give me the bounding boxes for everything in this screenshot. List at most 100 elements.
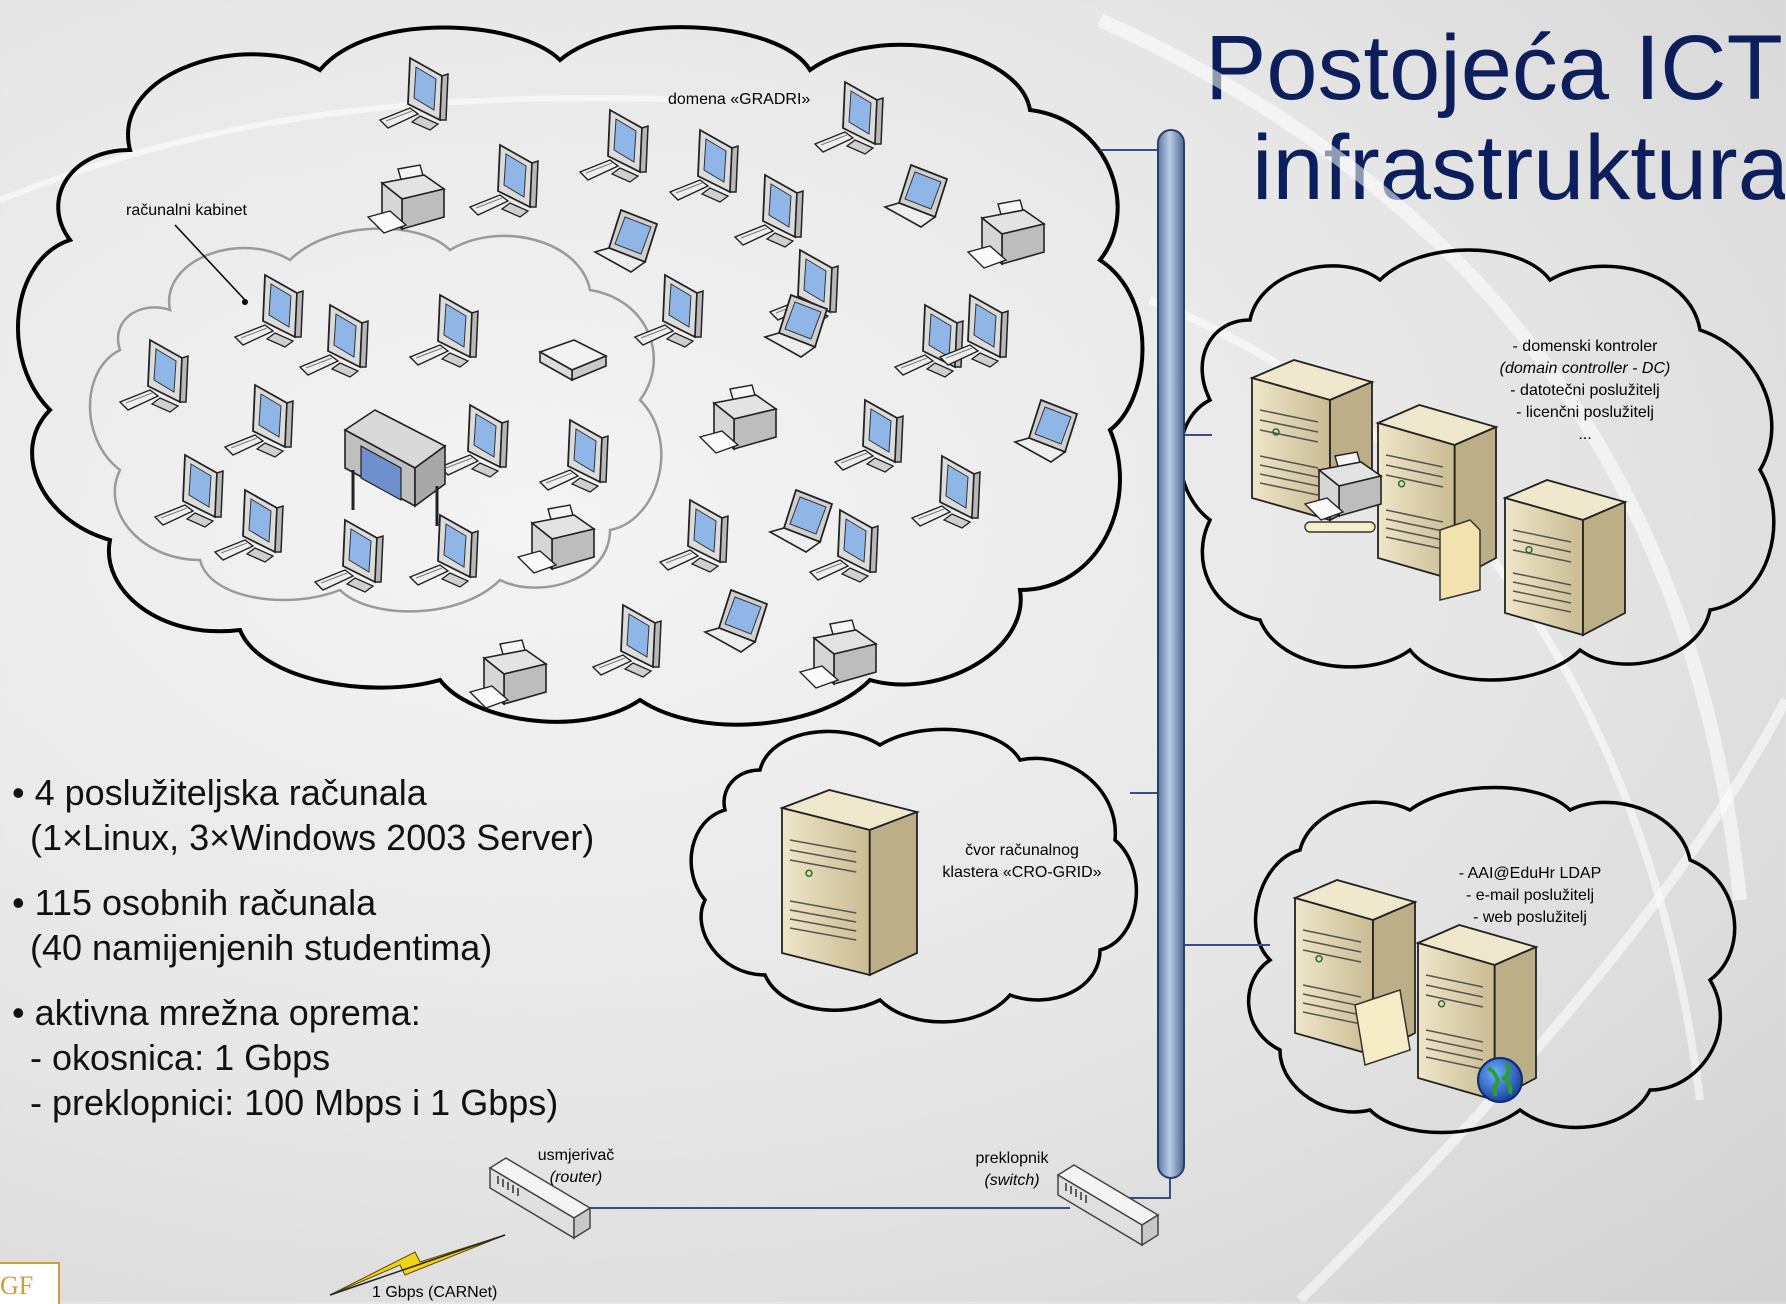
cluster-labels: čvor računalnog klastera «CRO-GRID» [942, 842, 1101, 881]
bullet-servers: • 4 poslužiteljska računala (1×Linux, 3×… [12, 770, 652, 860]
server-cloud-1 [1178, 248, 1776, 682]
router-sublabel: (router) [550, 1169, 602, 1186]
globe-icon [1477, 1057, 1523, 1103]
server-group-2-line-3: - web poslužitelj [1473, 909, 1587, 926]
server-group-1-line-4: - licenčni poslužitelj [1516, 404, 1654, 421]
desktop-computer-icon [733, 173, 804, 248]
router-labels: usmjerivač (router) [538, 1147, 614, 1186]
switch-icon [1056, 1164, 1160, 1247]
desktop-computer-icon [298, 303, 369, 378]
router-label: usmjerivač [538, 1147, 614, 1164]
server-tower-icon [779, 789, 920, 977]
domain-cloud [15, 25, 1145, 727]
lab-label: računalni kabinet [126, 202, 248, 219]
server-group-2-line-2: - e-mail poslužitelj [1466, 887, 1594, 904]
bullet-pcs-main: • 115 osobnih računala [12, 882, 377, 923]
uplink-line [329, 1234, 506, 1296]
lab-cloud [88, 227, 663, 613]
envelope-icon [1354, 989, 1411, 1066]
laptop-icon [882, 163, 949, 228]
server-tower-icon [1502, 479, 1628, 637]
desktop-computer-icon [408, 293, 479, 368]
router-icon [488, 1157, 592, 1240]
background-swooshes [0, 13, 1786, 1302]
globe-land [1487, 1062, 1513, 1097]
printer-icon [366, 164, 446, 234]
bullet-pcs-sub: (40 namijenjenih studentima) [30, 927, 493, 968]
desktop-computer-icon [910, 454, 981, 529]
desktop-computer-icon [118, 338, 189, 413]
server-layer [779, 359, 1628, 1103]
server-tower-icon [1249, 359, 1375, 522]
switch-sublabel: (switch) [984, 1172, 1039, 1189]
bullet-network-sub-1: - okosnica: 1 Gbps [30, 1037, 331, 1078]
server-group-2-labels: - AAI@EduHr LDAP - e-mail poslužitelj - … [1459, 865, 1602, 926]
summary-bullets: • 4 poslužiteljska računala (1×Linux, 3×… [12, 770, 652, 1145]
desktop-computer-icon [578, 108, 649, 183]
lab-label-pointer [174, 224, 246, 301]
server-group-1-line-5: ... [1578, 426, 1591, 443]
server-group-2-line-1: - AAI@EduHr LDAP [1459, 865, 1602, 882]
desktop-computer-icon [633, 273, 704, 348]
server-cloud-2 [1247, 785, 1737, 1135]
folder-icon [1439, 519, 1481, 601]
bullet-network: • aktivna mrežna oprema: - okosnica: 1 G… [12, 990, 652, 1125]
desktop-computer-icon [668, 128, 739, 203]
printer-icon [966, 199, 1046, 269]
desktop-computer-icon [213, 488, 284, 563]
desktop-computer-icon [591, 603, 662, 678]
desktop-computer-icon [378, 56, 449, 131]
bullet-network-main: • aktivna mrežna oprema: [12, 992, 421, 1033]
desktop-computer-icon [223, 383, 294, 458]
desktop-computer-icon [813, 80, 884, 155]
desktop-computer-icon [938, 293, 1009, 368]
laptop-icon [702, 588, 769, 653]
plotter-icon [343, 409, 447, 526]
bullet-pcs: • 115 osobnih računala (40 namijenjenih … [12, 880, 652, 970]
bullet-network-sub-2: - preklopnici: 100 Mbps i 1 Gbps) [30, 1082, 559, 1123]
desktop-computer-icon [808, 508, 879, 583]
server-group-1-line-2: (domain controller - DC) [1500, 360, 1671, 377]
printer-icon [698, 384, 778, 454]
cluster-line-1: čvor računalnog [965, 842, 1079, 859]
bullet-servers-main: • 4 poslužiteljska računala [12, 772, 427, 813]
desktop-computer-icon [468, 143, 539, 218]
laptop-icon [592, 208, 659, 273]
cable-icon [1304, 521, 1376, 533]
uplink-label: 1 Gbps (CARNet) [372, 1284, 497, 1301]
printer-icon [468, 639, 548, 709]
title-line-1: Postojeća ICT [1205, 18, 1783, 119]
desktop-computer-icon [893, 303, 964, 378]
printer-icon [798, 619, 878, 689]
backbone-pipe [1157, 129, 1185, 1179]
laptop-icon [767, 488, 834, 553]
printer-icon [516, 504, 596, 574]
bullet-servers-sub: (1×Linux, 3×Windows 2003 Server) [30, 817, 595, 858]
faculty-logo: GF [0, 1262, 60, 1304]
slide-title: Postojeća ICT infrastruktura [1205, 18, 1785, 218]
desktop-computer-icon [833, 398, 904, 473]
domain-label: domena «GRADRI» [668, 91, 810, 108]
desktop-computer-icon [153, 453, 224, 528]
network-links [585, 149, 1270, 1209]
desktop-computer-icon [233, 273, 304, 348]
lab-label-dot [242, 299, 248, 305]
logo-text: GF [0, 1271, 34, 1300]
desktop-computer-icon [438, 403, 509, 478]
device-layer [118, 56, 1079, 709]
desktop-computer-icon [658, 498, 729, 573]
cluster-line-2: klastera «CRO-GRID» [942, 864, 1101, 881]
scanner-icon [538, 339, 608, 382]
cluster-cloud [689, 727, 1139, 1024]
server-tower-icon [1415, 924, 1539, 1102]
printer-icon [1303, 451, 1383, 521]
server-group-1-line-3: - datotečni poslužitelj [1510, 382, 1659, 399]
server-group-1-labels: - domenski kontroler (domain controller … [1500, 338, 1671, 443]
switch-label: preklopnik [976, 1150, 1050, 1167]
laptop-icon [762, 293, 829, 358]
desktop-computer-icon [538, 418, 609, 493]
switch-labels: preklopnik (switch) [976, 1150, 1050, 1189]
server-group-1-line-1: - domenski kontroler [1513, 338, 1659, 355]
desktop-computer-icon [408, 513, 479, 588]
